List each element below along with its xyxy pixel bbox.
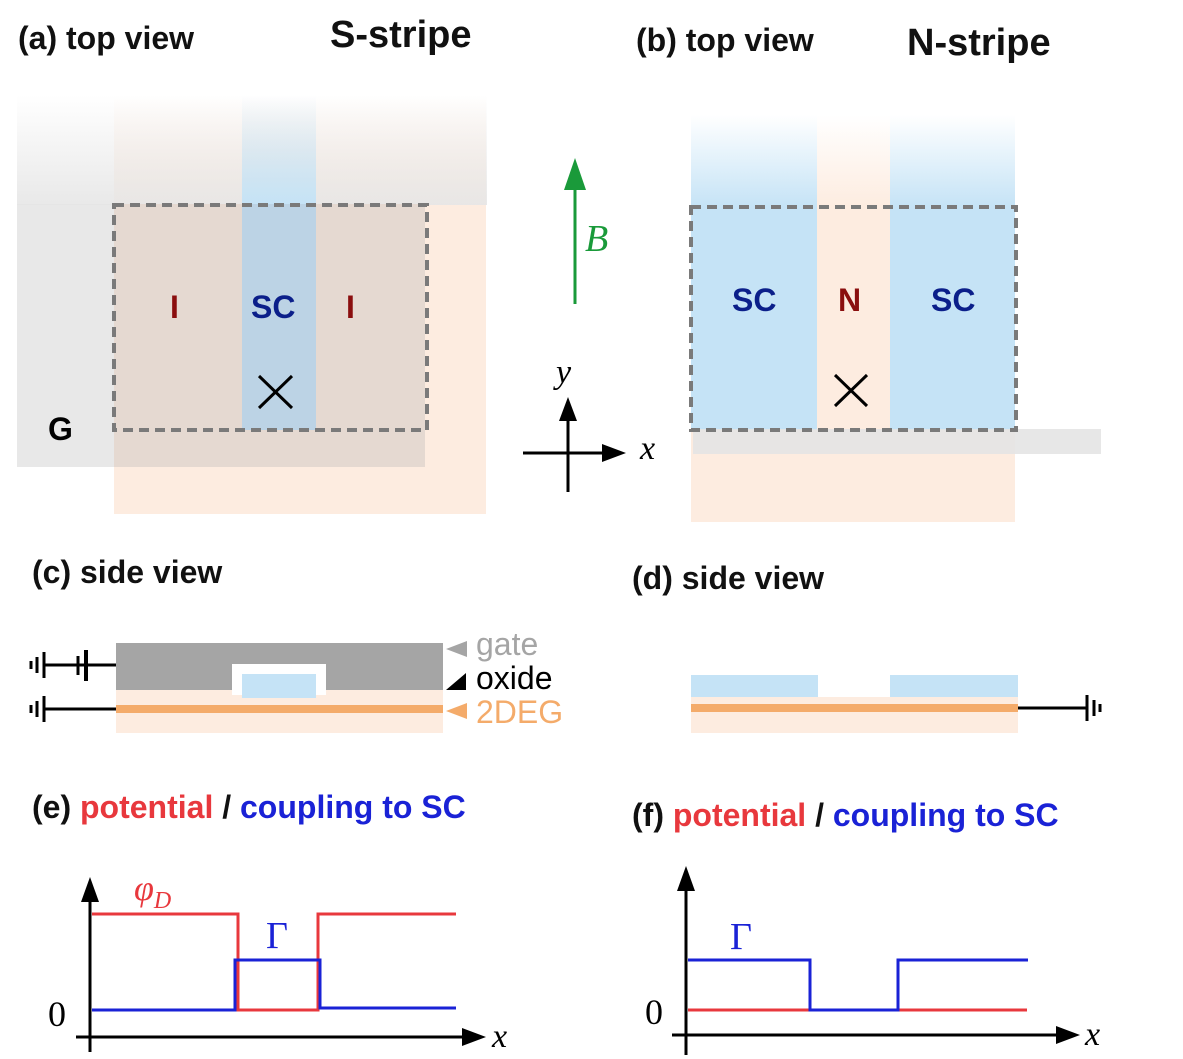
- panel-f-label: (f) potential / coupling to SC: [632, 799, 1059, 831]
- e-label-coupling: coupling to SC: [240, 789, 466, 825]
- e-coupling-line: [92, 958, 456, 1012]
- e-x-label: x: [492, 1018, 508, 1055]
- panel-a-label: (a) top view: [18, 20, 195, 56]
- panel-b-title: N-stripe: [907, 22, 1051, 64]
- f-gamma-label: Γ: [730, 916, 752, 958]
- c-legend-oxide: oxide: [476, 660, 553, 696]
- panel-c-label: (c) side view: [32, 554, 223, 590]
- panel-b-device: [689, 115, 1101, 522]
- f-label-potential: potential: [672, 797, 807, 833]
- b-region-left: SC: [732, 282, 777, 318]
- e-label-potential: potential: [80, 789, 214, 825]
- e-label-prefix: (e): [32, 789, 72, 825]
- x-axis-label: x: [640, 430, 656, 467]
- c-oxide-pointer: [446, 673, 466, 690]
- c-sc-island: [242, 674, 316, 698]
- panel-d-label: (d) side view: [632, 560, 825, 596]
- b-field-label: B: [585, 218, 609, 260]
- f-label-sep: /: [815, 797, 824, 833]
- c-gate-pointer: [446, 641, 467, 657]
- coordinate-axes: [523, 418, 608, 492]
- b-dashed-box: [689, 205, 1018, 432]
- a-sc-fade: [242, 95, 316, 205]
- a-cross-marker: [257, 374, 294, 410]
- f-x-label: x: [1085, 1016, 1101, 1053]
- f-coupling-line: [688, 958, 1028, 1012]
- b-sc-right-fade: [890, 115, 1015, 207]
- b-field-arrow: [564, 158, 586, 304]
- a-dashed-box: [112, 203, 429, 432]
- e-potential-line: [92, 912, 456, 1012]
- panel-e-label: (e) potential / coupling to SC: [32, 791, 466, 823]
- f-label-prefix: (f): [632, 797, 664, 833]
- e-label-sep: /: [222, 789, 232, 825]
- e-gamma-label: Γ: [266, 915, 288, 957]
- e-zero-label: 0: [48, 994, 66, 1034]
- b-n-region: [817, 206, 890, 430]
- panel-e-plot: [76, 877, 486, 1052]
- c-2deg-line: [116, 705, 443, 713]
- b-region-right: SC: [931, 282, 976, 318]
- y-axis-label: y: [556, 354, 572, 391]
- d-sc-right: [890, 675, 1018, 697]
- d-2deg-line: [691, 704, 1018, 712]
- b-sc-right: [890, 206, 1015, 430]
- d-sc-left: [691, 675, 818, 697]
- e-phi-label: φD: [134, 868, 172, 915]
- b-cross-marker: [833, 373, 869, 408]
- b-gate-strip: [693, 429, 1101, 454]
- panel-c-side-view: [29, 641, 467, 733]
- c-2deg-pointer: [446, 703, 467, 719]
- panel-a-title: S-stripe: [330, 14, 472, 56]
- a-sc-stripe: [242, 204, 316, 430]
- f-zero-label: 0: [645, 992, 663, 1032]
- b-region-center: N: [838, 282, 862, 318]
- a-region-center: SC: [251, 289, 296, 325]
- c-legend-gate: gate: [476, 626, 539, 662]
- panel-b-label: (b) top view: [636, 22, 814, 58]
- f-label-coupling: coupling to SC: [832, 797, 1059, 833]
- panel-a-device: [17, 95, 487, 514]
- panel-d-side-view: [691, 675, 1102, 733]
- a-region-left: I: [170, 289, 179, 325]
- b-sc-left: [691, 206, 817, 430]
- d-2deg-glow: [691, 697, 1018, 733]
- b-sc-left-fade: [691, 115, 817, 207]
- b-n-fade: [817, 115, 890, 207]
- a-region-right: I: [346, 289, 355, 325]
- a-gate-label: G: [48, 411, 73, 447]
- c-legend-2deg: 2DEG: [476, 694, 564, 730]
- panel-f-plot: [672, 866, 1080, 1055]
